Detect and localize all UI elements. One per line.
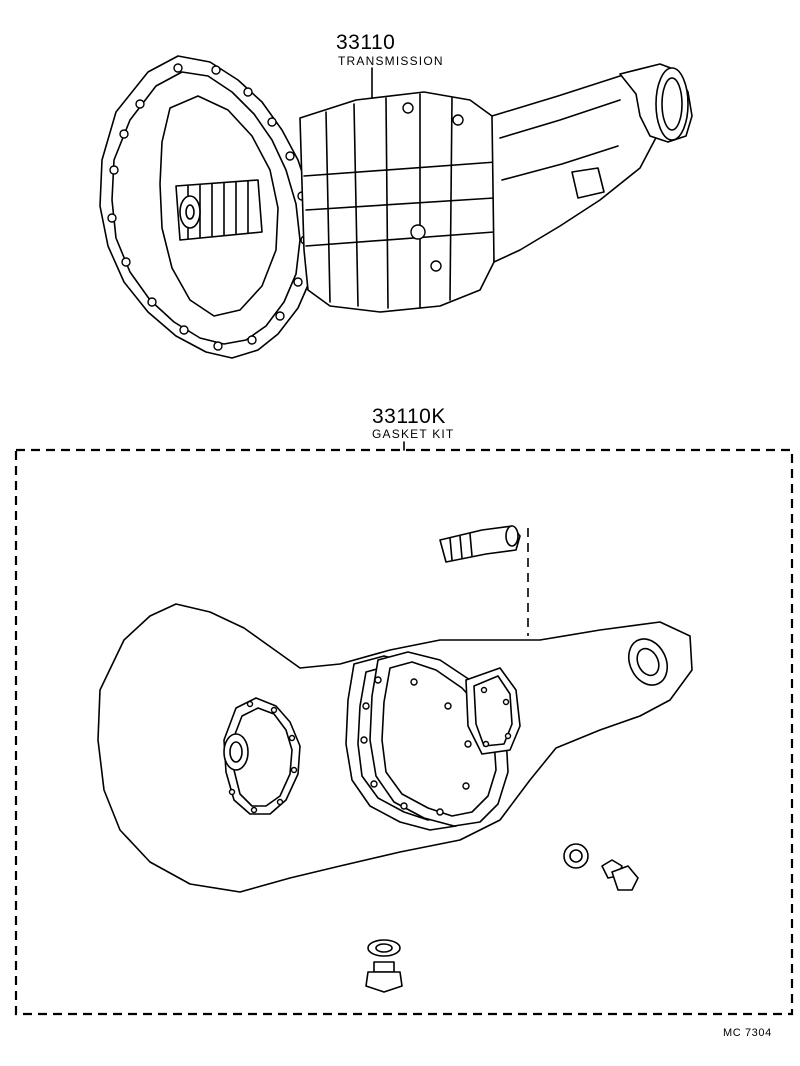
gasket-kit-illustration[interactable] <box>97 525 693 993</box>
diagram-code: MC 7304 <box>723 1027 772 1039</box>
gasket-kit-part-name: GASKET KIT <box>372 427 455 441</box>
transmission-part-name: TRANSMISSION <box>338 54 444 68</box>
transmission-part-number: 33110 <box>336 31 396 54</box>
gasket-kit-part-number: 33110K <box>372 405 446 428</box>
gasket-kit-boundary <box>14 441 794 1016</box>
transmission-illustration[interactable] <box>99 55 693 359</box>
